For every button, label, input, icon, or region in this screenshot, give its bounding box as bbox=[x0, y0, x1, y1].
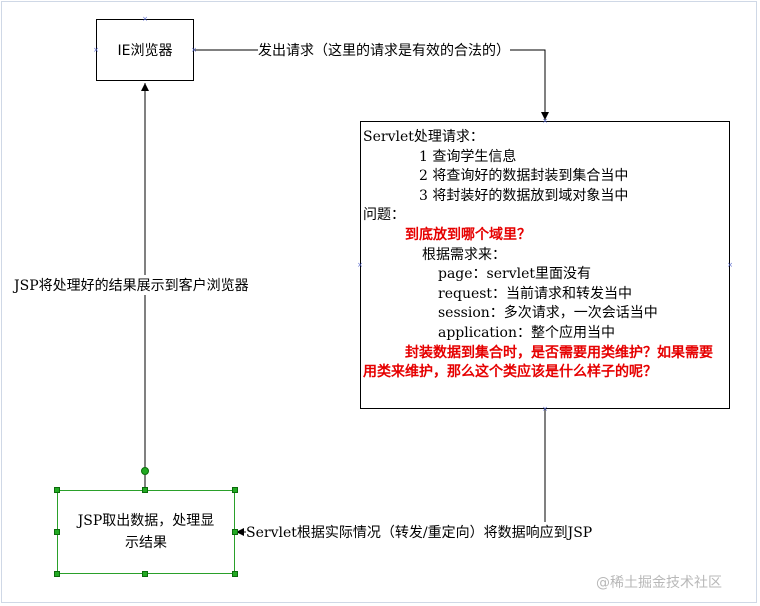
watermark: @稀土掘金技术社区 bbox=[596, 575, 722, 591]
question-red: 到底放到哪个域里？ bbox=[405, 226, 531, 243]
resize-handle-tr[interactable] bbox=[232, 487, 238, 493]
ie-browser-label: IE浏览器 bbox=[117, 43, 173, 59]
resize-handle-br[interactable] bbox=[232, 571, 238, 577]
request-connector bbox=[194, 49, 549, 120]
servlet-title: Servlet处理请求： bbox=[363, 129, 484, 145]
display-edge-label: JSP将处理好的结果展示到客户浏览器 bbox=[14, 275, 249, 295]
connection-point-servlet-right: × bbox=[727, 261, 733, 269]
servlet-step-2: 2 将查询好的数据封装到集合当中 bbox=[419, 168, 629, 185]
response-connector bbox=[236, 409, 546, 536]
connector-end-handle[interactable] bbox=[141, 467, 149, 475]
resize-handle-bm[interactable] bbox=[142, 571, 148, 577]
servlet-step-1: 1 查询学生信息 bbox=[419, 148, 517, 165]
by-need-label: 根据需求来： bbox=[422, 246, 506, 263]
jsp-node[interactable]: JSP取出数据，处理显示结果 bbox=[57, 490, 235, 574]
scope-application: application：整个应用当中 bbox=[438, 324, 615, 341]
connection-point-servlet-bottom: × bbox=[542, 405, 548, 413]
connection-point-ie-top: × bbox=[142, 15, 148, 23]
resize-handle-ml[interactable] bbox=[54, 529, 60, 535]
question-label: 问题： bbox=[363, 207, 405, 224]
red-paragraph: 封装数据到集合时，是否需要用类维护？如果需要用类来维护，那么这个类应该是什么样子… bbox=[363, 344, 713, 381]
connection-point-ie-right: × bbox=[191, 46, 197, 54]
resize-handle-mr[interactable] bbox=[232, 529, 238, 535]
scope-page: page：servlet里面没有 bbox=[438, 266, 592, 283]
jsp-label: JSP取出数据，处理显示结果 bbox=[77, 513, 215, 551]
resize-handle-tl[interactable] bbox=[54, 487, 60, 493]
resize-handle-tm[interactable] bbox=[142, 487, 148, 493]
response-edge-label: Servlet根据实际情况（转发/重定向）将数据响应到JSP bbox=[246, 522, 593, 542]
connection-point-servlet-left: × bbox=[357, 261, 363, 269]
request-edge-label: 发出请求（这里的请求是有效的合法的） bbox=[258, 40, 510, 60]
servlet-node[interactable]: Servlet处理请求： 1 查询学生信息 2 将查询好的数据封装到集合当中 3… bbox=[360, 121, 730, 409]
connection-point-ie-left: × bbox=[93, 46, 99, 54]
connection-point-servlet-top: × bbox=[542, 117, 548, 125]
servlet-step-3: 3 将封装好的数据放到域对象当中 bbox=[419, 187, 629, 204]
ie-browser-node[interactable]: IE浏览器 bbox=[96, 19, 194, 81]
resize-handle-bl[interactable] bbox=[54, 571, 60, 577]
scope-session: session：多次请求，一次会话当中 bbox=[438, 305, 658, 322]
scope-request: request：当前请求和转发当中 bbox=[438, 285, 633, 302]
